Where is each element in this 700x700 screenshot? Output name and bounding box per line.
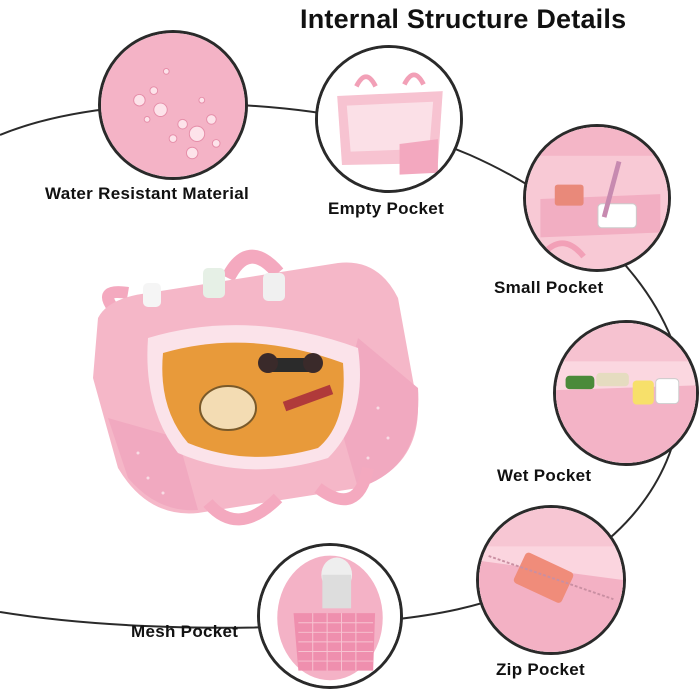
feature-label-zip: Zip Pocket xyxy=(496,660,585,679)
wet-pocket-callout xyxy=(553,320,699,466)
duffel-bag-image xyxy=(93,249,419,526)
small-pocket-image xyxy=(526,127,668,269)
feature-label-mesh: Mesh Pocket xyxy=(131,622,239,641)
empty-pocket-image xyxy=(318,48,460,190)
feature-label-wet: Wet Pocket xyxy=(497,466,592,485)
page-title: Internal Structure Details xyxy=(300,4,627,34)
mesh-pocket-image xyxy=(260,546,400,686)
feature-label-water: Water Resistant Material xyxy=(45,184,250,203)
empty-pocket-callout xyxy=(315,45,463,193)
feature-label-small: Small Pocket xyxy=(494,278,604,297)
feature-label-empty: Empty Pocket xyxy=(328,199,445,218)
small-pocket-callout xyxy=(523,124,671,272)
zip-pocket-callout xyxy=(476,505,626,655)
zip-pocket-image xyxy=(479,508,623,652)
water-drops-image xyxy=(101,33,245,177)
water-resistant-callout xyxy=(98,30,248,180)
mesh-pocket-callout xyxy=(257,543,403,689)
wet-pocket-image xyxy=(556,323,696,463)
